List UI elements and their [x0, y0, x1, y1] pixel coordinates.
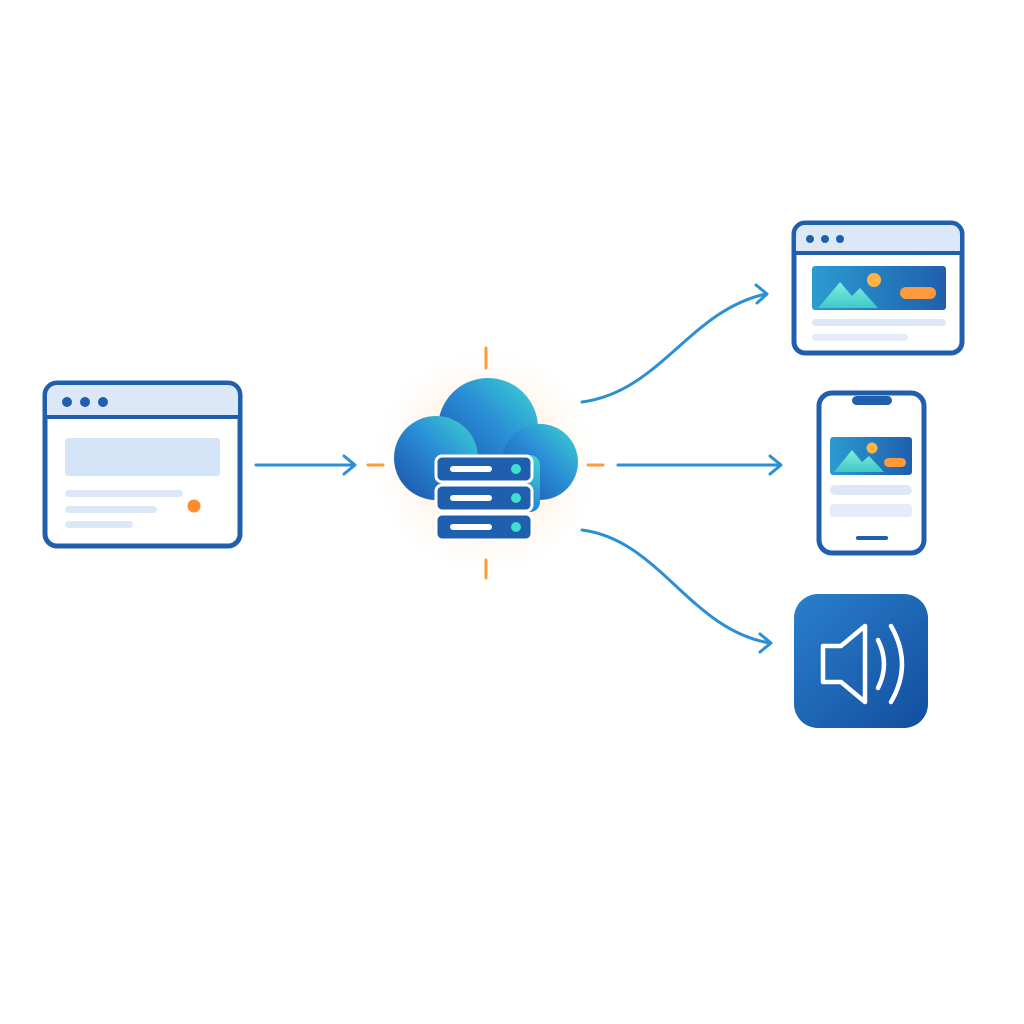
- text-line: [830, 485, 912, 495]
- sound-wave-icon: [875, 637, 887, 691]
- mountain-image-icon: [818, 282, 878, 308]
- button-pill: [900, 287, 936, 299]
- window-dot-icon: [80, 397, 90, 407]
- sound-wave-icon: [888, 623, 905, 705]
- text-line: [812, 319, 946, 326]
- source-browser-node: [42, 380, 243, 549]
- arrow-line: [580, 292, 768, 404]
- arrow-head-icon: [768, 454, 783, 476]
- text-line: [65, 506, 157, 513]
- edge-cloud-to-speaker: [580, 528, 773, 654]
- mountain-image-icon: [834, 450, 884, 472]
- arrow-head-icon: [342, 454, 357, 476]
- target-speaker-node: [794, 594, 928, 728]
- server-stack-icon: [434, 454, 534, 542]
- edge-cloud-to-browser: [580, 283, 769, 404]
- text-line: [65, 521, 133, 528]
- speaker-icon: [820, 623, 868, 705]
- home-bar: [856, 536, 888, 540]
- phone-notch: [852, 396, 892, 405]
- window-dot-icon: [98, 397, 108, 407]
- orange-dot-icon: [187, 499, 201, 513]
- button-pill: [884, 458, 906, 467]
- edge-cloud-to-phone: [616, 454, 783, 476]
- cloud-server-node: [366, 344, 605, 580]
- text-line: [812, 334, 908, 341]
- sun-icon: [866, 442, 878, 454]
- window-dot-icon: [821, 235, 829, 243]
- target-browser-titlebar: [796, 225, 960, 253]
- speaker-tile: [794, 594, 928, 728]
- source-browser-titlebar: [47, 385, 238, 417]
- arrow-head-icon: [758, 632, 773, 654]
- content-block: [65, 438, 220, 476]
- edge-source-to-cloud: [254, 454, 357, 476]
- window-dot-icon: [62, 397, 72, 407]
- window-dot-icon: [806, 235, 814, 243]
- arrow-head-icon: [754, 283, 769, 305]
- text-line: [830, 504, 912, 517]
- window-dot-icon: [836, 235, 844, 243]
- target-browser-node: [791, 220, 965, 356]
- target-phone-node: [816, 390, 927, 556]
- arrow-line: [580, 528, 772, 645]
- sun-icon: [867, 273, 881, 287]
- text-line: [65, 490, 183, 497]
